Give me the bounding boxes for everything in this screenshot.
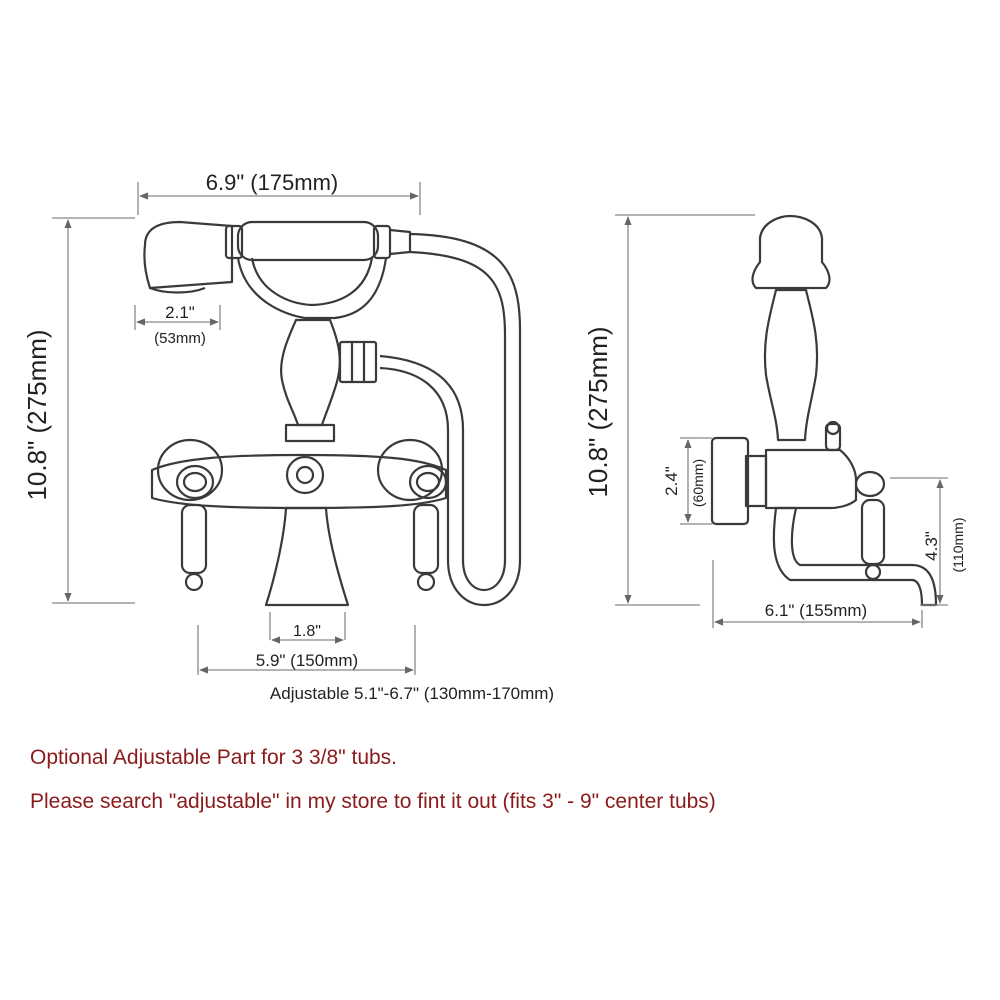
handshower-cradle <box>236 257 388 320</box>
dim-height-side: 10.8" (275mm) <box>583 326 613 497</box>
left-flange <box>156 438 224 502</box>
side-spout <box>772 506 938 607</box>
side-handle <box>860 498 886 566</box>
dim-spout-drop-inch: 4.3" <box>922 531 941 561</box>
front-spout <box>264 506 350 607</box>
dim-height-front: 10.8" (275mm) <box>22 329 52 500</box>
hose <box>379 232 522 607</box>
main-body <box>150 453 448 510</box>
dim-flange-inch: 2.4" <box>662 466 681 496</box>
dim-handshower-head-inch: 2.1" <box>165 303 195 322</box>
dim-spout-reach: 6.1" (155mm) <box>765 601 867 620</box>
handshower-head <box>143 220 234 290</box>
handshower-handle <box>236 220 380 262</box>
side-view-faucet <box>710 214 938 607</box>
note-optional-part: Optional Adjustable Part for 3 3/8" tubs… <box>30 746 398 769</box>
side-riser <box>763 288 819 442</box>
riser-body <box>280 318 341 427</box>
right-flange <box>376 438 444 502</box>
dim-handshower-width: 6.9" (175mm) <box>206 170 339 195</box>
hose-connector <box>338 340 378 384</box>
right-handle <box>412 503 440 575</box>
note-search-adjustable: Please search "adjustable" in my store t… <box>30 790 716 813</box>
diverter <box>285 455 325 495</box>
dim-flange-mm: (60mm) <box>690 459 706 507</box>
dim-adjustable: Adjustable 5.1"-6.7" (130mm-170mm) <box>270 684 554 703</box>
side-flange <box>710 436 750 526</box>
dimension-lines <box>52 182 948 675</box>
front-view-faucet <box>143 220 522 607</box>
dim-center-spout: 1.8" <box>293 623 321 640</box>
dim-spout-drop-mm: (110mm) <box>950 518 966 573</box>
dim-handshower-head-mm: (53mm) <box>154 330 206 347</box>
side-handshower <box>751 214 831 290</box>
left-handle <box>180 503 208 575</box>
dim-center-width: 5.9" (150mm) <box>256 651 358 670</box>
